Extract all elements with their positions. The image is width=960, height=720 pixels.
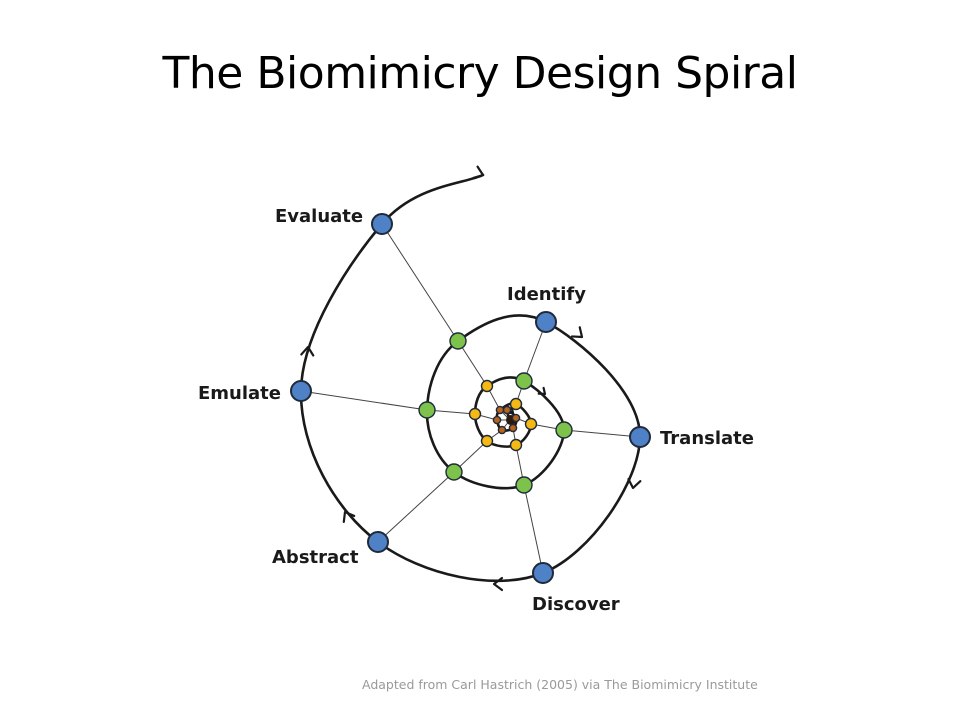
brown-node-6	[495, 405, 505, 415]
spiral-arrows	[300, 165, 642, 592]
credit-note: Adapted from Carl Hastrich (2005) via Th…	[362, 677, 758, 692]
green-node-6	[449, 332, 467, 350]
arrowhead-icon	[492, 576, 504, 592]
arrowhead-stroke	[570, 326, 584, 339]
stage-node-1	[535, 311, 557, 333]
arrowhead-stroke	[492, 576, 504, 592]
arrowhead-icon	[342, 510, 356, 524]
arrowhead-stroke	[300, 345, 315, 357]
brown-node-4	[497, 425, 507, 435]
yellow-node-2	[524, 417, 538, 431]
arrowhead-stroke	[342, 510, 356, 524]
stage-label-evaluate: Evaluate	[275, 206, 363, 227]
stage-label-abstract: Abstract	[272, 547, 359, 568]
stage-node-5	[290, 380, 312, 402]
arrowhead-icon	[300, 345, 315, 357]
arrowhead-stroke	[537, 386, 547, 396]
green-node-3	[515, 476, 533, 494]
stage-labels: Identify Translate Discover Abstract Emu…	[198, 206, 754, 615]
arrowhead-icon	[537, 386, 547, 396]
spokes	[300, 223, 641, 574]
stage-node-4	[367, 531, 389, 553]
green-node-1	[515, 372, 533, 390]
stage-node-2	[629, 426, 651, 448]
brown-node-3	[508, 423, 518, 433]
arrowhead-stroke	[627, 477, 642, 490]
yellow-node-1	[509, 397, 523, 411]
brown-node-5	[492, 415, 502, 425]
green-node-5	[418, 401, 436, 419]
brown-node-1	[502, 405, 512, 415]
yellow-node-5	[468, 407, 482, 421]
spiral-line	[299, 173, 642, 583]
yellow-node-6	[480, 379, 494, 393]
spiral-curve	[299, 173, 642, 583]
yellow-node-4	[480, 434, 494, 448]
stage-label-translate: Translate	[660, 428, 754, 449]
arrowhead-icon	[472, 165, 485, 180]
green-node-2	[555, 421, 573, 439]
arrowhead-icon	[627, 477, 642, 490]
brown-node-2	[511, 413, 521, 423]
stage-node-3	[532, 562, 554, 584]
stage-label-emulate: Emulate	[198, 383, 281, 404]
page-title: The Biomimicry Design Spiral	[162, 48, 798, 99]
yellow-node-3	[509, 438, 523, 452]
stage-label-discover: Discover	[532, 594, 620, 615]
arrowhead-stroke	[472, 165, 485, 180]
stage-node-6	[371, 213, 393, 235]
green-node-4	[445, 463, 463, 481]
arrowhead-icon	[570, 326, 584, 339]
stage-label-identify: Identify	[507, 284, 586, 305]
nodes	[290, 213, 651, 584]
